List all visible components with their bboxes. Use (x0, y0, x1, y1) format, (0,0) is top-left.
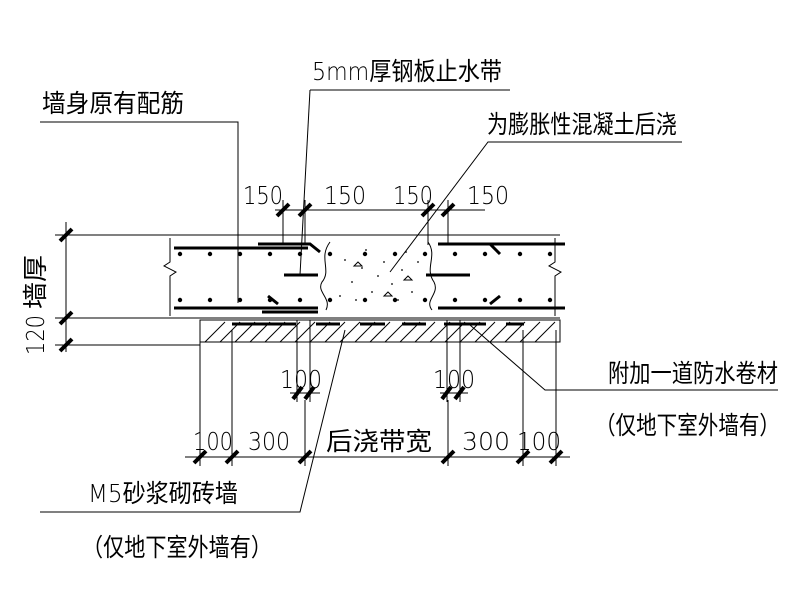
wall-thickness-text: 墙厚 (21, 255, 50, 309)
left-break-line (163, 238, 177, 316)
label-membrane-1: 附加一道防水卷材 (608, 359, 778, 388)
dim-bottom-1: 100 (193, 427, 233, 456)
rebar-bottom-right-bend (489, 294, 501, 306)
wall-thickness-dimension (55, 222, 200, 353)
label-steel-waterstop: 5mm厚钢板止水带 (312, 57, 502, 86)
bottom-dimension-chain (185, 330, 570, 466)
rebar-dots (177, 251, 553, 303)
label-band-width: 后浇带宽 (326, 427, 432, 456)
label-original-rebar: 墙身原有配筋 (42, 89, 184, 118)
rebar-top-right-hook (488, 242, 502, 256)
dim-top-4: 150 (467, 181, 509, 210)
leader-brick-wall (40, 329, 346, 513)
leader-membrane (469, 324, 778, 391)
leader-original-rebar (40, 121, 239, 303)
leader-lines (40, 89, 778, 513)
expansive-concrete-zone (320, 241, 436, 311)
wall-section (60, 234, 562, 319)
dim-bottom-4: 100 (517, 427, 561, 456)
right-break-line (548, 238, 562, 316)
leader-expansive-concrete (389, 141, 682, 273)
middle-dimension (290, 320, 468, 402)
wall-thickness-label: 120 墙厚 (21, 255, 50, 355)
label-brick-wall-2: （仅地下室外墙有） (82, 533, 272, 562)
label-brick-wall-1: M5砂浆砌砖墙 (88, 479, 238, 508)
rebar-group (174, 242, 565, 314)
wall-thickness-value: 120 (21, 315, 50, 355)
rebar-bottom-left-bend (267, 294, 279, 306)
rebar-top-left-hook (258, 242, 321, 254)
dim-mid-2: 100 (433, 365, 475, 394)
top-dimension-chain (275, 200, 485, 245)
label-expansive-concrete: 为膨胀性混凝土后浇 (487, 110, 677, 139)
dim-mid-1: 100 (280, 365, 322, 394)
dim-bottom-3: 300 (462, 427, 510, 456)
dim-top-3: 150 (393, 181, 433, 210)
dim-top-1: 150 (243, 181, 283, 210)
label-membrane-2: （仅地下室外墙有） (595, 411, 780, 440)
dim-bottom-2: 300 (248, 427, 290, 456)
dim-top-2: 150 (324, 181, 366, 210)
brick-wall-strip (199, 319, 561, 343)
